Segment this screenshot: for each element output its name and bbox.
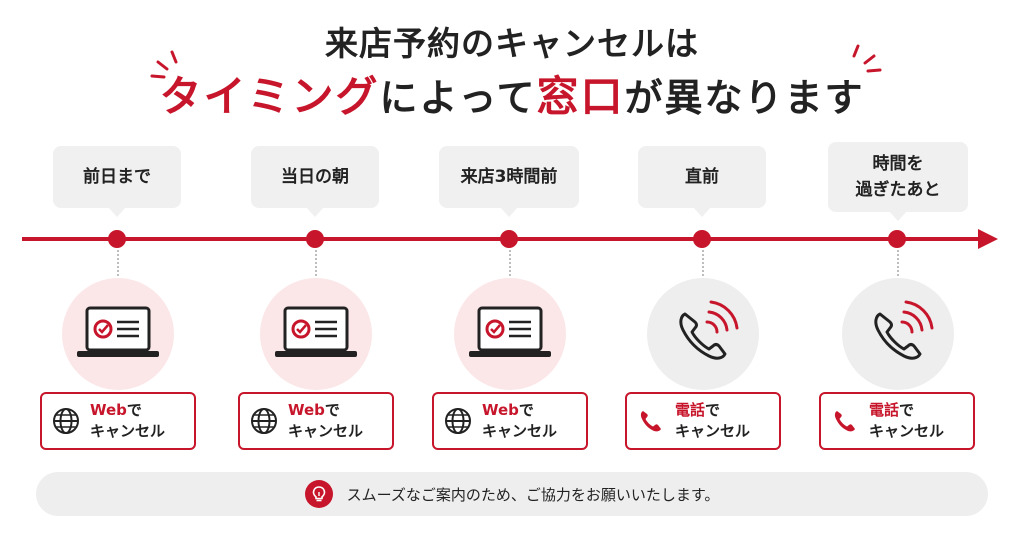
globe-icon [240, 406, 288, 436]
title-end: が異なります [624, 76, 865, 120]
method-line2: キャンセル [288, 422, 364, 440]
timing-bubble-5: 時間を 過ぎたあと [828, 142, 968, 221]
note-bar: スムーズなご案内のため、ご協力をお願いいたします。 [36, 472, 988, 516]
method-web-2: Webで キャンセル [238, 392, 394, 450]
title-mid: によって [379, 76, 537, 120]
method-line2: キャンセル [869, 422, 945, 440]
spark-left-icon [150, 50, 178, 79]
timing-bubble-1: 前日まで [53, 146, 181, 217]
connector-4 [702, 250, 704, 276]
timing-label: 当日の朝 [281, 167, 349, 187]
timing-label-line1: 時間を [872, 154, 924, 174]
method-suffix: で [705, 401, 721, 419]
method-label: Webで キャンセル [482, 400, 557, 442]
timeline-dot-1 [108, 230, 126, 248]
method-phone-5: 電話で キャンセル [819, 392, 975, 450]
method-suffix: で [518, 401, 534, 419]
method-suffix: で [899, 401, 915, 419]
connector-3 [509, 250, 511, 276]
method-suffix: で [324, 401, 340, 419]
method-line2: キャンセル [675, 422, 751, 440]
timeline-dot-2 [306, 230, 324, 248]
lightbulb-icon [304, 480, 333, 508]
method-phone-4: 電話で キャンセル [625, 392, 781, 450]
laptop-circle-1 [62, 278, 174, 390]
globe-icon [434, 406, 482, 436]
phone-icon [821, 408, 869, 434]
laptop-check-icon [469, 306, 551, 357]
method-line2: キャンセル [482, 422, 558, 440]
timing-bubble-3: 来店3時間前 [439, 146, 579, 217]
timeline-dot-4 [693, 230, 711, 248]
timing-label: 前日まで [83, 167, 151, 187]
connector-2 [315, 250, 317, 276]
timing-bubble-2: 当日の朝 [251, 146, 379, 217]
method-accent: 電話 [869, 401, 900, 419]
method-label: Webで キャンセル [90, 400, 165, 442]
method-label: 電話で キャンセル [869, 400, 944, 442]
method-label: 電話で キャンセル [675, 400, 750, 442]
method-suffix: で [126, 401, 142, 419]
title-line-1: 来店予約のキャンセルは [325, 24, 699, 63]
method-accent: Web [482, 401, 519, 419]
title-line-2: タイミングによって窓口が異なります [0, 70, 1024, 125]
method-web-1: Webで キャンセル [40, 392, 196, 450]
method-accent: Web [90, 401, 127, 419]
title-accent-timing: タイミング [159, 72, 380, 121]
laptop-check-icon [77, 306, 159, 357]
method-web-3: Webで キャンセル [432, 392, 588, 450]
globe-icon [42, 406, 90, 436]
method-accent: Web [288, 401, 325, 419]
laptop-circle-3 [454, 278, 566, 390]
laptop-check-icon [275, 306, 357, 357]
title-block: 来店予約のキャンセルは タイミングによって窓口が異なります [0, 22, 1024, 125]
phone-ringing-icon [679, 300, 739, 360]
method-accent: 電話 [675, 401, 706, 419]
laptop-circle-2 [260, 278, 372, 390]
phone-ringing-icon [874, 300, 934, 360]
timing-label: 来店3時間前 [460, 167, 558, 187]
phone-circle-4 [647, 278, 759, 390]
method-line2: キャンセル [90, 422, 166, 440]
connector-5 [897, 250, 899, 276]
title-accent-window: 窓口 [536, 72, 625, 121]
timeline-arrow-icon [978, 229, 998, 249]
phone-icon [627, 408, 675, 434]
spark-right-icon [852, 44, 882, 73]
timeline-dot-3 [500, 230, 518, 248]
timeline-dot-5 [888, 230, 906, 248]
timing-bubble-4: 直前 [638, 146, 766, 217]
method-label: Webで キャンセル [288, 400, 363, 442]
connector-1 [117, 250, 119, 276]
timing-label: 直前 [685, 167, 719, 187]
timing-label-line2: 過ぎたあと [855, 180, 941, 200]
note-text: スムーズなご案内のため、ご協力をお願いいたします。 [346, 485, 720, 504]
phone-circle-5 [842, 278, 954, 390]
